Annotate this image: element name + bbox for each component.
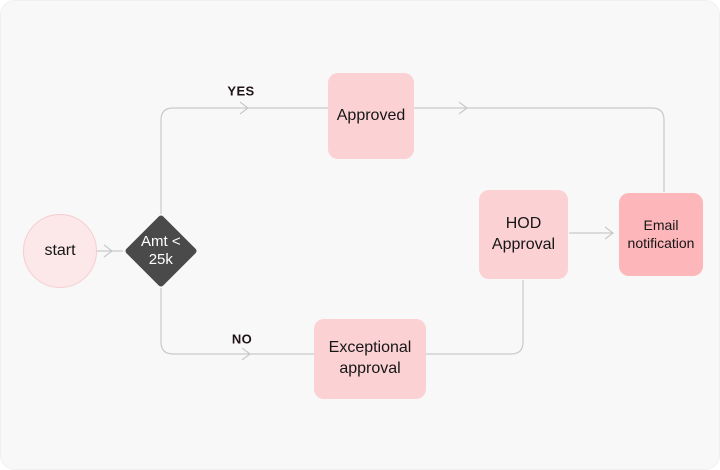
- arrowhead-icon: [458, 101, 468, 115]
- node-exceptional-approval-label: Exceptional approval: [328, 339, 412, 377]
- node-start[interactable]: start: [23, 214, 97, 288]
- node-hod-approval[interactable]: HOD Approval: [479, 190, 568, 279]
- arrowhead-icon: [604, 226, 614, 240]
- node-exceptional-approval[interactable]: Exceptional approval: [314, 319, 426, 399]
- arrowhead-icon: [241, 347, 251, 361]
- edge-label-no: NO: [231, 331, 253, 347]
- edge-label-yes: YES: [227, 83, 255, 99]
- node-start-label: start: [44, 242, 76, 259]
- arrowhead-icon: [239, 101, 249, 115]
- arrowhead-icon: [103, 244, 113, 258]
- node-approved-label: Approved: [336, 106, 406, 124]
- node-decision-label: Amt < 25k: [141, 232, 181, 268]
- node-approved[interactable]: Approved: [328, 73, 414, 159]
- node-hod-approval-label: HOD Approval: [491, 214, 556, 253]
- node-email-notification[interactable]: Email notification: [619, 193, 703, 276]
- node-email-notification-label: Email notification: [627, 216, 695, 251]
